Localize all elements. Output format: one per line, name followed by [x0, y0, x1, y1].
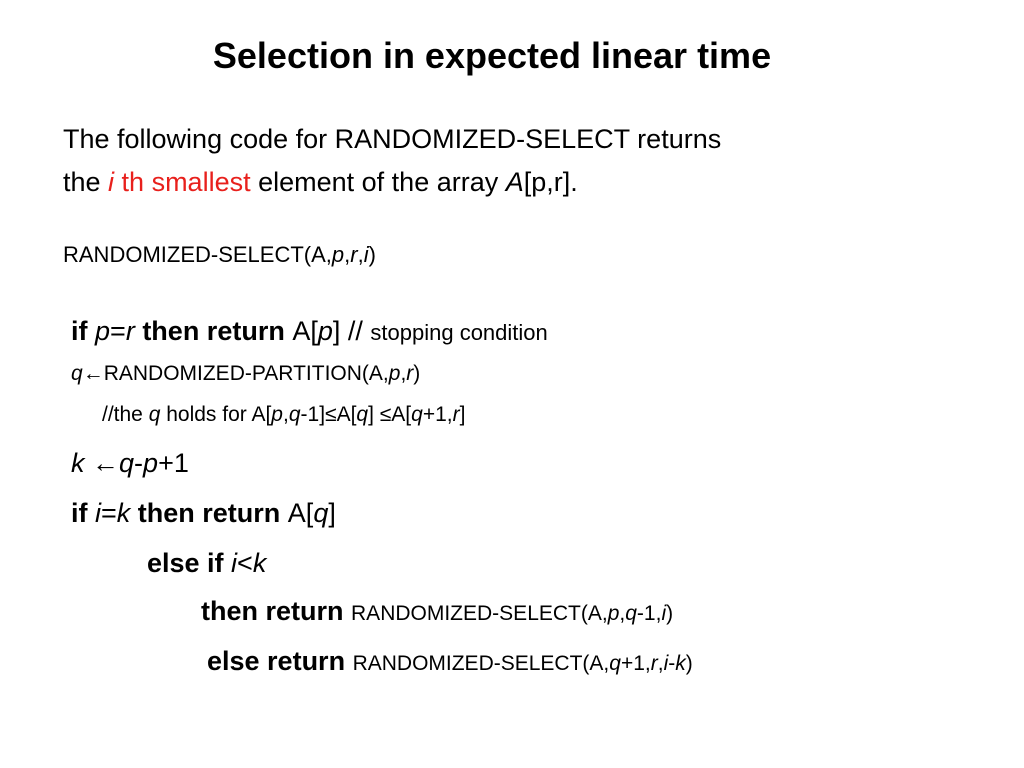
intro-line-1: The following code for RANDOMIZED-SELECT…: [63, 124, 722, 154]
code-line-5: if i=k then return A[q]: [71, 498, 336, 528]
highlight-smallest: th smallest: [114, 167, 251, 197]
code-line-4: k ←q-p+1: [71, 448, 189, 478]
intro-text: The following code for RANDOMIZED-SELECT…: [63, 118, 721, 204]
code-line-3: //the q holds for A[p,q-1]≤A[q] ≤A[q+1,r…: [102, 403, 466, 426]
function-signature: RANDOMIZED-SELECT(A,p,r,i): [63, 242, 376, 267]
code-comment: stopping condition: [370, 320, 548, 345]
code-line-1: if p=r then return A[p] // stopping cond…: [71, 316, 548, 346]
less-equal-symbol: ≤: [325, 403, 337, 426]
intro-line-2: the i th smallest element of the array A…: [63, 167, 578, 197]
slide-title: Selection in expected linear time: [212, 35, 772, 76]
left-arrow-symbol: ←: [82, 362, 104, 385]
code-line-6: else if i<k: [147, 548, 267, 578]
code-line-7: then return RANDOMIZED-SELECT(A,p,q-1,i): [201, 596, 674, 626]
code-line-2: q←RANDOMIZED-PARTITION(A,p,r): [71, 362, 421, 385]
left-arrow-symbol: ←: [92, 448, 120, 478]
less-equal-symbol: ≤: [379, 403, 392, 426]
code-line-8: else return RANDOMIZED-SELECT(A,q+1,r,i-…: [207, 646, 693, 676]
highlight-i: i: [108, 167, 115, 197]
